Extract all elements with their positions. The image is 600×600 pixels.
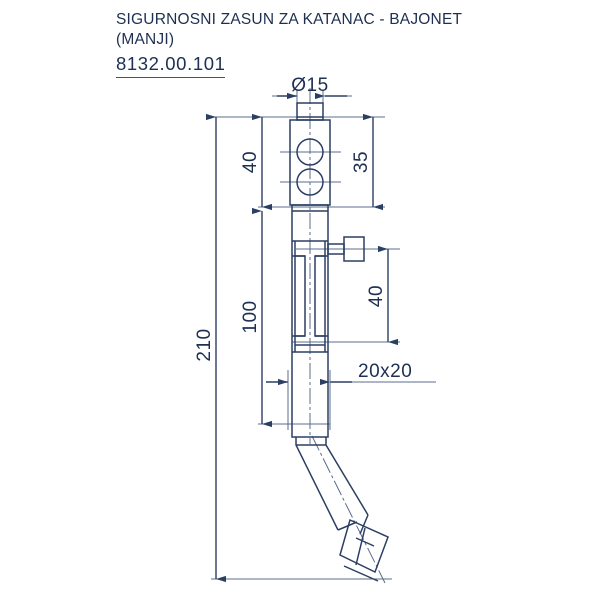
dimension-texts: Ø15 40 35 100 40 210 20x20 (194, 75, 412, 382)
drawing-title-line-1: SIGURNOSNI ZASUN ZA KATANAC - BAJONET (116, 11, 463, 28)
square-tube (291, 204, 329, 438)
drawing-title-line-2: (MANJI) (116, 31, 175, 48)
operating-knob (327, 236, 365, 262)
bolt-taper-left (337, 521, 358, 531)
knob-head (343, 236, 365, 262)
dim-text-section-square: 20x20 (358, 361, 412, 382)
bolt-tip-facet-a (355, 537, 375, 547)
bolt-taper-right (359, 514, 369, 535)
dim-text-height-head: 40 (240, 151, 261, 173)
centerlines (309, 88, 386, 584)
slot-mechanism (292, 240, 328, 353)
part-outline (289, 102, 389, 582)
bolt-tip-body (339, 518, 389, 574)
dim-text-height-total: 210 (194, 328, 215, 361)
centerline-angled-rod (311, 435, 386, 584)
bolt-shaft-left (295, 437, 339, 531)
dimension-lines (206, 92, 398, 583)
head-hole-lower (296, 168, 324, 196)
square-tube-body (291, 204, 329, 438)
top-pin (296, 102, 324, 121)
part-number: 8132.00.101 (116, 52, 226, 78)
dim-text-height-body: 100 (240, 300, 261, 333)
bolt-tip-facet-b (355, 527, 366, 566)
head-hole-upper (296, 138, 324, 166)
slot-right-rail (314, 255, 326, 337)
dim-text-height-slot: 40 (366, 285, 387, 307)
title-block: SIGURNOSNI ZASUN ZA KATANAC - BAJONET (M… (116, 10, 536, 78)
angled-bolt (295, 437, 389, 582)
slot-left-rail (294, 255, 306, 337)
dim-text-height-block-right: 35 (351, 151, 372, 173)
bolt-tip-end-line (343, 565, 379, 582)
dim-text-diameter-top: Ø15 (291, 75, 328, 96)
